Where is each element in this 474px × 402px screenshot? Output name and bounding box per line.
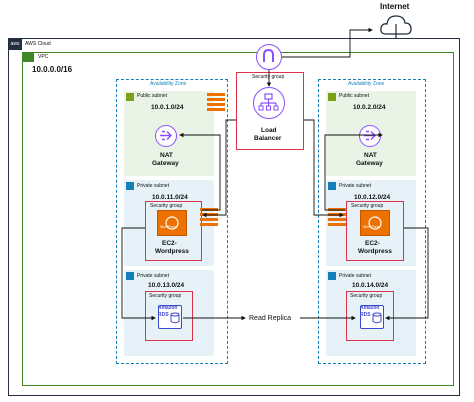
- lb-label-line1: Load: [261, 127, 277, 134]
- rds-label-2b: RDS: [360, 312, 371, 318]
- wordpress-icon: [165, 216, 179, 230]
- wordpress-logo-2: [360, 210, 390, 236]
- db-sg-label-2: Security group: [350, 293, 383, 299]
- lock-icon: [126, 93, 134, 101]
- db-cidr-2: 10.0.14.0/24: [352, 282, 389, 289]
- port-ladder-app-1: [200, 208, 218, 230]
- nat-gateway-1: [155, 125, 177, 147]
- load-balancer-icon: [258, 93, 279, 111]
- lock-icon: [126, 272, 134, 280]
- app-sg-label-2: Security group: [351, 203, 384, 209]
- load-balancer: [253, 87, 285, 119]
- ec2-security-group-1: [145, 201, 202, 261]
- rds-instance-1: [158, 305, 182, 329]
- lb-sg-label: Security group: [252, 74, 285, 80]
- ec2-label-2a: EC2-: [365, 240, 380, 247]
- app-subnet-label-2: Private subnet: [339, 183, 371, 189]
- lb-label-line2: Balancer: [254, 135, 282, 142]
- internet-gateway-icon: [263, 48, 274, 62]
- vpc-icon: [22, 52, 34, 62]
- app-cidr-1: 10.0.11.0/24: [152, 194, 188, 201]
- public-cidr-2: 10.0.2.0/24: [353, 104, 386, 111]
- vpc-label: VPC: [38, 54, 49, 60]
- availability-zone-1: [116, 79, 228, 364]
- lock-icon: [328, 182, 336, 190]
- db-subnet-label-1: Private subnet: [137, 273, 169, 279]
- availability-zone-2: [318, 79, 426, 364]
- rds-instance-2: [360, 305, 384, 329]
- aws-cloud-boundary: [8, 38, 460, 396]
- nat-gateway-icon: [160, 130, 172, 141]
- vpc-boundary: [22, 52, 454, 386]
- app-cidr-2: 10.0.12.0/24: [354, 194, 391, 201]
- lock-icon: [328, 272, 336, 280]
- ec2-label-1b: Wordpress: [155, 248, 189, 255]
- app-sg-label-1: Security group: [150, 203, 183, 209]
- aws-logo: aws: [8, 38, 22, 50]
- rds-label-2a: Amazon: [360, 305, 380, 311]
- vpc-cidr: 10.0.0.0/16: [32, 65, 73, 74]
- ec2-label-1a: EC2-: [162, 240, 177, 247]
- public-cidr-1: 10.0.1.0/24: [151, 104, 184, 111]
- wp-logo-text-1: WordPress: [160, 225, 178, 229]
- rds-label-1a: Amazon: [158, 305, 178, 311]
- rds-icon: [170, 312, 180, 324]
- db-sg-label-1: Security group: [149, 293, 182, 299]
- app-subnet-label-1: Private subnet: [137, 183, 169, 189]
- db-cidr-1: 10.0.13.0/24: [148, 282, 185, 289]
- az-label-2: Availability Zone: [348, 81, 385, 87]
- nat-gateway-icon: [364, 130, 376, 141]
- ec2-label-2b: Wordpress: [358, 248, 392, 255]
- rds-label-1b: RDS: [158, 312, 169, 318]
- read-replica-label: Read Replica: [248, 315, 293, 322]
- wordpress-logo-1: [157, 210, 187, 236]
- cloud-icon: [380, 15, 412, 38]
- lock-icon: [328, 93, 336, 101]
- nat-label-1b: Gateway: [152, 160, 179, 167]
- nat-label-2a: NAT: [364, 152, 377, 159]
- az-label-1: Availability Zone: [150, 81, 187, 87]
- ec2-security-group-2: [346, 201, 404, 261]
- db-security-group-2: [346, 291, 394, 341]
- lock-icon: [126, 182, 134, 190]
- nat-label-2b: Gateway: [356, 160, 383, 167]
- db-subnet-label-2: Private subnet: [339, 273, 371, 279]
- port-ladder-app-2: [328, 208, 346, 230]
- public-subnet-label-2: Public subnet: [339, 93, 370, 99]
- public-subnet-label-1: Public subnet: [137, 93, 168, 99]
- internet-gateway: [256, 44, 282, 70]
- nat-label-1a: NAT: [160, 152, 173, 159]
- port-ladder-public-1: [207, 93, 225, 111]
- db-security-group-1: [145, 291, 193, 341]
- wordpress-icon: [368, 216, 382, 230]
- rds-icon: [372, 312, 382, 324]
- aws-cloud-label: AWS Cloud: [25, 41, 51, 47]
- wp-logo-text-2: WordPress: [363, 225, 381, 229]
- internet-label: Internet: [380, 2, 410, 11]
